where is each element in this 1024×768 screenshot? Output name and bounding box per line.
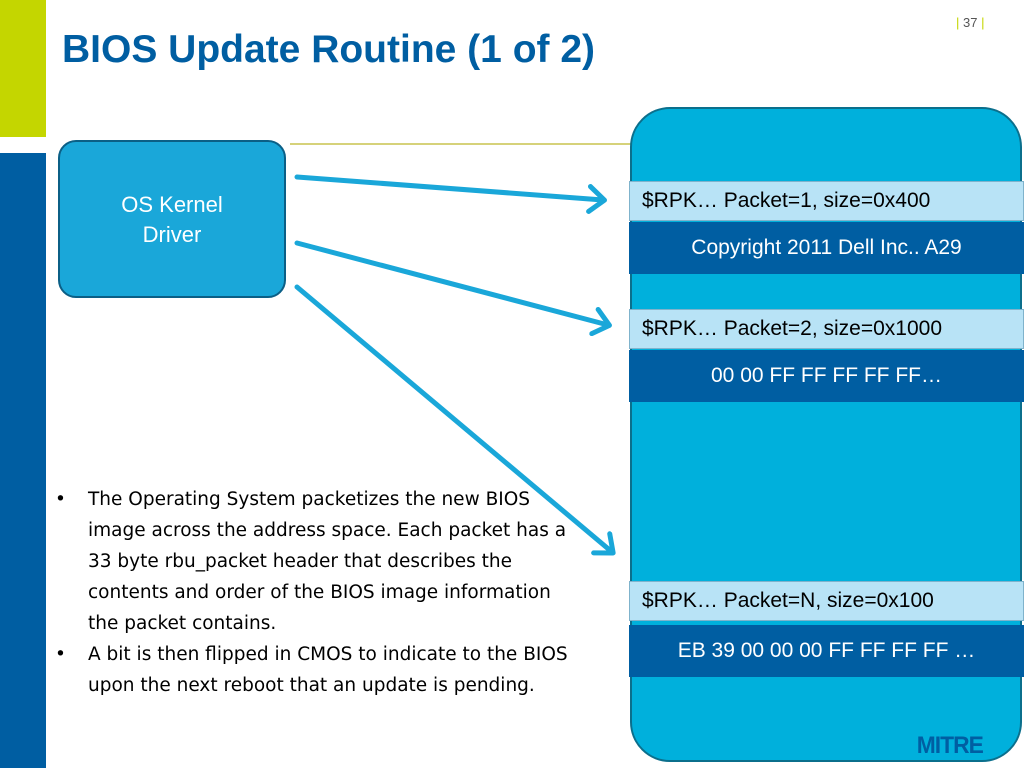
packet-1-header: $RPK… Packet=1, size=0x400 [629,181,1024,221]
title-divider [290,143,690,145]
os-kernel-driver-box: OS Kernel Driver [58,140,286,298]
bullet-dot-icon: • [55,489,66,510]
driver-label-line2: Driver [142,222,202,247]
bullet-list: • The Operating System packetizes the new… [55,484,585,701]
arrow-to-packet-1 [294,174,607,214]
packet-1-data: Copyright 2011 Dell Inc.. A29 [629,222,1024,274]
slide-number-value: 37 [963,15,978,30]
driver-label-line1: OS Kernel [121,192,223,217]
mitre-logo: MITRE [916,732,984,759]
accent-bar-blue [0,153,46,768]
slide-number: | 37 | [956,15,985,30]
packet-n-header: $RPK… Packet=N, size=0x100 [629,581,1024,621]
page-title: BIOS Update Routine (1 of 2) [62,28,596,71]
bullet-text: A bit is then flipped in CMOS to indicat… [88,644,568,696]
bullet-item: • The Operating System packetizes the new… [55,484,585,639]
packet-2-data: 00 00 FF FF FF FF FF… [629,350,1024,402]
accent-bar-green [0,0,46,137]
arrow-to-packet-2 [294,240,612,337]
packet-n-data: EB 39 00 00 00 FF FF FF FF … [629,625,1024,677]
bullet-dot-icon: • [55,644,66,665]
arrow-to-packet-n [294,284,616,556]
packet-2-header: $RPK… Packet=2, size=0x1000 [629,309,1024,349]
bullet-text: The Operating System packetizes the new … [88,489,567,634]
bullet-item: • A bit is then flipped in CMOS to indica… [55,639,585,701]
